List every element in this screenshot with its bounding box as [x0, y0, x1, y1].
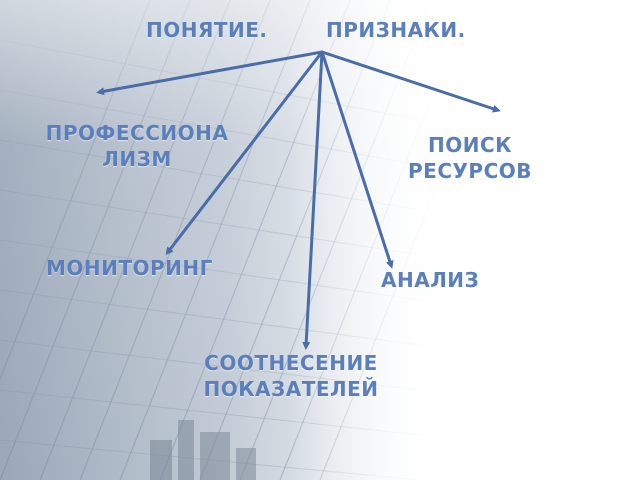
node-resource-search: ПОИСК РЕСУРСОВ — [392, 133, 548, 184]
title-concept: ПОНЯТИЕ. — [146, 18, 268, 42]
node-professionalism-line2: ЛИЗМ — [102, 146, 172, 171]
node-resource-search-line2: РЕСУРСОВ — [408, 158, 532, 183]
node-professionalism: ПРОФЕССИОНА ЛИЗМ — [28, 121, 246, 172]
arrow-to-analysis — [320, 50, 394, 269]
node-correlation-line2: ПОКАЗАТЕЛЕЙ — [203, 376, 379, 401]
node-correlation: СООТНЕСЕНИЕ ПОКАЗАТЕЛЕЙ — [186, 351, 396, 402]
arrow-to-monitoring — [165, 50, 324, 256]
arrow-to-correlation — [302, 50, 324, 350]
node-professionalism-line1: ПРОФЕССИОНА — [45, 121, 229, 145]
arrow-to-professionalism — [96, 50, 324, 96]
node-monitoring: МОНИТОРИНГ — [46, 256, 213, 280]
node-resource-search-line1: ПОИСК — [427, 133, 512, 157]
node-analysis: АНАЛИЗ — [381, 268, 480, 292]
title-features: ПРИЗНАКИ. — [326, 18, 466, 42]
node-correlation-line1: СООТНЕСЕНИЕ — [204, 351, 378, 375]
arrow-to-resource-search — [320, 50, 501, 113]
